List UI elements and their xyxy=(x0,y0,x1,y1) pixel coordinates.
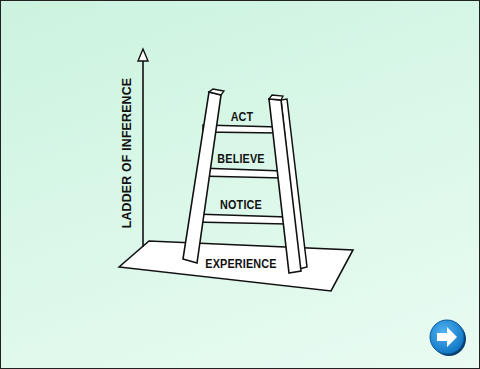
arrow-shaft xyxy=(142,57,144,247)
next-arrow-icon xyxy=(437,327,457,347)
ladder-rail xyxy=(183,92,221,263)
arrow-head xyxy=(138,49,148,61)
ladder-rail-top xyxy=(209,89,224,95)
axis-label: LADDER OF INFERENCE xyxy=(119,78,134,228)
next-button xyxy=(430,320,464,354)
rung-label: ACT xyxy=(231,110,254,124)
base-label: EXPERIENCE xyxy=(205,257,276,271)
ladder-rail xyxy=(269,99,301,273)
ladder-rail-top xyxy=(269,95,283,100)
rung-label: BELIEVE xyxy=(217,152,264,166)
rung-label: NOTICE xyxy=(220,198,262,212)
base-paper xyxy=(119,241,353,291)
